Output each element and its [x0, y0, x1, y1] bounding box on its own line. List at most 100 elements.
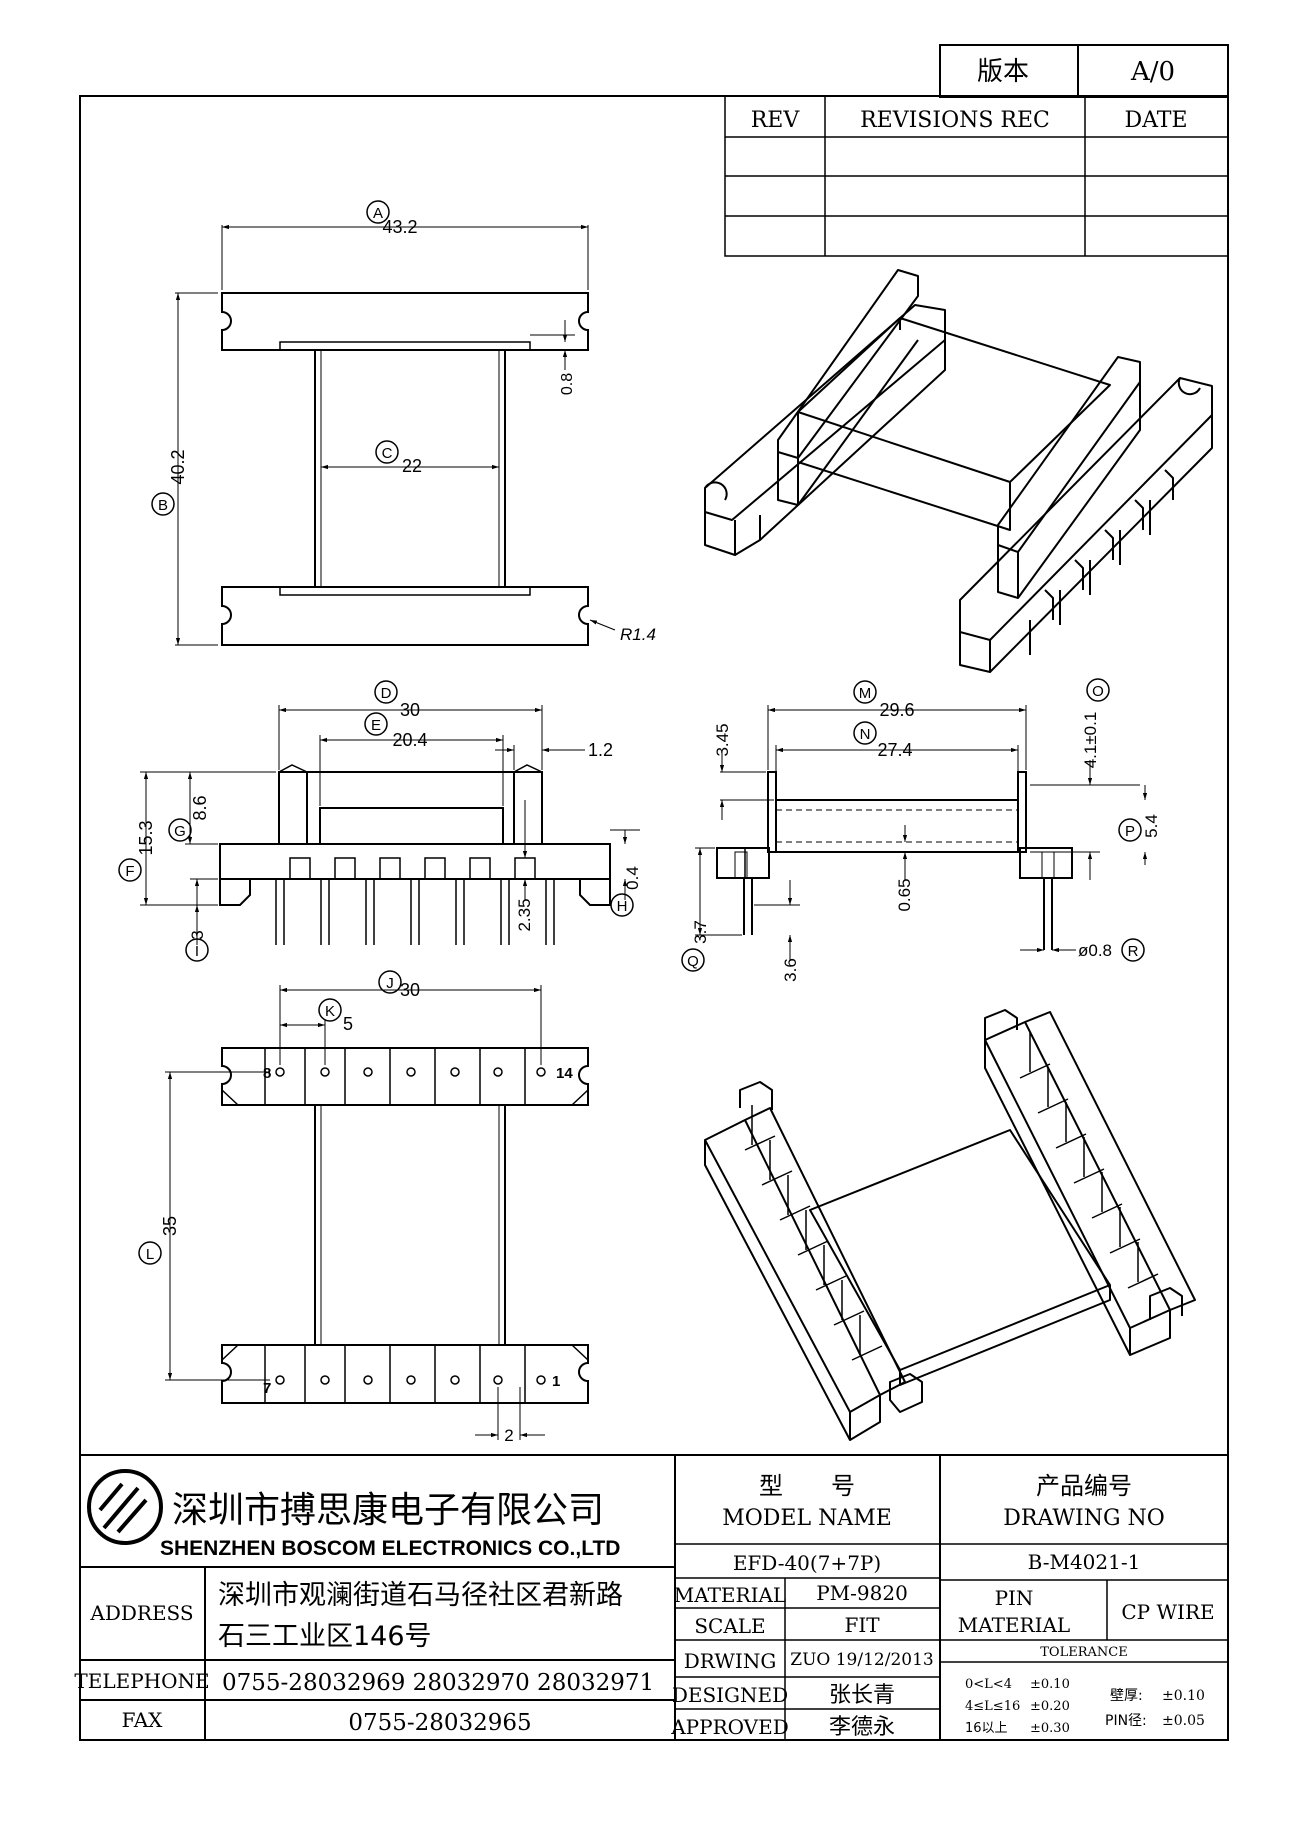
callout-d: D [374, 680, 398, 704]
tolerance-label: TOLERANCE [1040, 1645, 1127, 1660]
dim-right-pin-len: 3.6 [781, 958, 800, 982]
svg-text:E: E [371, 717, 381, 734]
callout-a: A [366, 200, 390, 224]
svg-text:J: J [386, 975, 394, 992]
dim-inner-width: 22 [402, 456, 422, 476]
callout-l: L [138, 1241, 162, 1265]
svg-text:M: M [859, 685, 872, 702]
tol-row2-range: 4≤L≤16 [965, 1699, 1020, 1714]
callout-f: F [118, 858, 142, 882]
dim-row-spacing: 35 [160, 1216, 180, 1236]
dim-side-wall-height: 8.6 [190, 795, 210, 820]
pin-dia-value: ±0.05 [1162, 1713, 1205, 1729]
callout-j: J [378, 970, 402, 994]
side-view-left [219, 764, 611, 945]
scale-label: SCALE [694, 1614, 765, 1638]
sheet-border [79, 95, 1229, 1741]
svg-text:A: A [373, 205, 383, 222]
drwing-value: ZUO 19/12/2013 [790, 1650, 933, 1670]
callout-g: G [168, 818, 192, 842]
approved-label: APPROVED [670, 1715, 789, 1739]
designed-value: 张长青 [829, 1683, 895, 1708]
bottom-view [221, 1047, 589, 1404]
wall-value: ±0.10 [1162, 1688, 1205, 1704]
tol-row1-value: ±0.10 [1030, 1677, 1070, 1692]
dim-right-outer: 29.6 [879, 700, 914, 720]
address-line-2: 石三工业区146号 [218, 1621, 432, 1652]
dim-flange: 0.8 [559, 373, 576, 395]
dim-right-inner: 27.4 [877, 740, 912, 760]
svg-text:L: L [146, 1246, 154, 1263]
designed-label: DESIGNED [672, 1683, 788, 1707]
callout-b: B [151, 492, 175, 516]
approved-value: 李德永 [829, 1715, 895, 1740]
svg-text:G: G [174, 823, 186, 840]
dim-offset: 2 [504, 1426, 513, 1445]
callout-h: H [610, 893, 634, 917]
dim-radius: R1.4 [620, 625, 656, 644]
dim-overall-width: 43.2 [382, 217, 417, 237]
dim-side-pin-stub: 2.35 [515, 898, 534, 931]
callout-p: P [1118, 818, 1142, 842]
dim-pitch: 5 [343, 1014, 353, 1034]
dim-right-wall: 3.45 [713, 723, 732, 756]
svg-text:D: D [381, 685, 392, 702]
company-logo [87, 1469, 163, 1545]
model-value: EFD-40(7+7P) [733, 1551, 881, 1575]
address-line-1: 深圳市观澜街道石马径社区君新路 [218, 1580, 623, 1611]
dim-right-foot: 3.7 [691, 920, 710, 944]
pin-material-label-1: PIN [995, 1586, 1034, 1610]
dim-right-pin-dia: ø0.8 [1078, 941, 1112, 960]
dim-right-thickness: 0.65 [895, 878, 914, 911]
callout-r: R [1121, 938, 1145, 962]
dim-side-base: 3 [188, 930, 207, 939]
telephone-value: 0755-28032969 28032970 28032971 [222, 1670, 654, 1696]
pin-dia-label: PIN径: [1105, 1713, 1147, 1729]
address-label: ADDRESS [89, 1601, 193, 1625]
dim-side-total-height: 15.3 [136, 820, 156, 855]
callout-i: I [185, 938, 209, 962]
drawing-value: B-M4021-1 [1028, 1550, 1141, 1574]
dim-side-step: 1.2 [588, 740, 613, 760]
side-view-right-dims [695, 705, 1148, 960]
tol-row1-range: 0<L<4 [965, 1677, 1012, 1692]
dim-side-foot: 0.4 [623, 866, 642, 890]
version-label: 版本 [977, 57, 1029, 87]
side-view-right [716, 771, 1073, 950]
svg-text:B: B [158, 497, 168, 514]
drawing-label-cn: 产品编号 [1036, 1472, 1132, 1500]
callout-k: K [318, 998, 342, 1022]
pin-label-1: 1 [552, 1373, 560, 1390]
dim-right-height: 5.4 [1142, 814, 1161, 838]
callout-m: M [853, 680, 877, 704]
callout-o: O [1086, 678, 1110, 702]
svg-text:H: H [617, 898, 628, 915]
drawing-label-en: DRAWING NO [1003, 1506, 1165, 1531]
model-label-en: MODEL NAME [722, 1506, 892, 1531]
version-box: 版本 A/0 [939, 44, 1229, 98]
date-header: DATE [1124, 108, 1187, 133]
revisions-rec-header: REVISIONS REC [860, 108, 1050, 133]
wall-label: 壁厚: [1110, 1688, 1143, 1704]
fax-label: FAX [122, 1708, 164, 1732]
revisions-table [724, 95, 1229, 257]
tol-row2-value: ±0.20 [1030, 1699, 1070, 1714]
company-name-cn: 深圳市搏思康电子有限公司 [172, 1490, 604, 1531]
svg-text:I: I [195, 943, 199, 960]
dim-side-width: 30 [400, 700, 420, 720]
callout-c: C [375, 440, 399, 464]
top-view-dims [175, 224, 616, 646]
fax-value: 0755-28032965 [348, 1710, 531, 1736]
scale-value: FIT [844, 1613, 880, 1637]
bottom-view-dims [165, 985, 545, 1440]
material-label: MATERIAL [674, 1583, 786, 1607]
rev-header: REV [751, 108, 801, 133]
svg-text:P: P [1125, 823, 1135, 840]
callout-e: E [364, 712, 388, 736]
tol-row3-range: 16以上 [965, 1721, 1008, 1736]
svg-text:O: O [1092, 683, 1104, 700]
pin-material-value: CP WIRE [1121, 1600, 1214, 1624]
material-value: PM-9820 [816, 1581, 908, 1605]
svg-text:R: R [1128, 943, 1139, 960]
